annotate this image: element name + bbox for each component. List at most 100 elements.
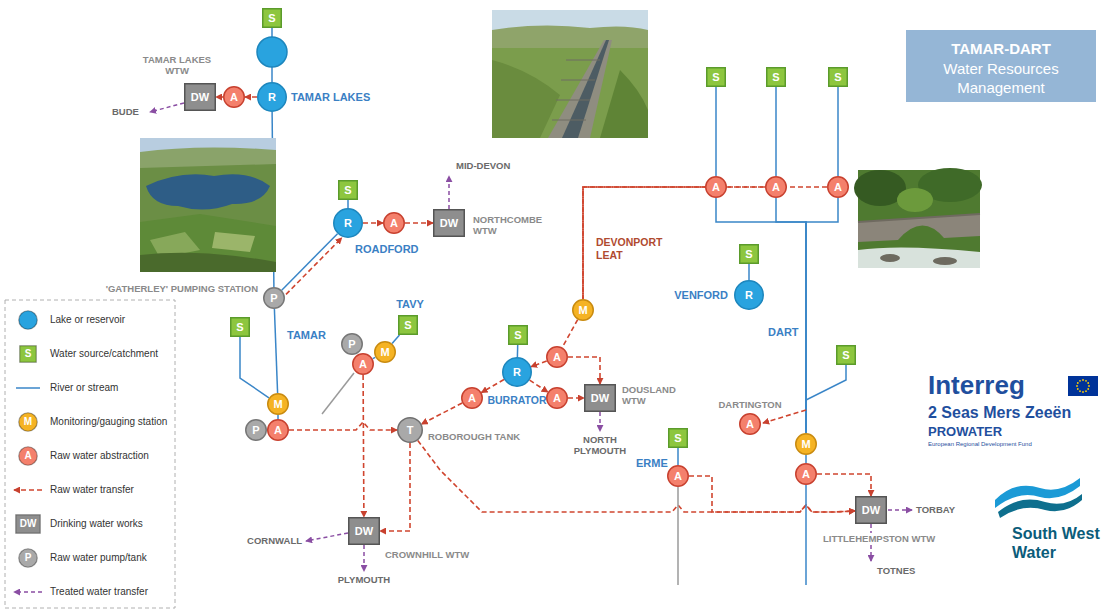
abstraction-circle-shape xyxy=(547,347,568,368)
map-label: TAMAR xyxy=(287,329,326,342)
water-source-box-shape xyxy=(740,245,759,264)
legend-swatch-fill xyxy=(16,515,41,534)
river-line xyxy=(277,415,279,419)
abstraction-circle: A xyxy=(267,419,289,441)
river-line xyxy=(282,234,338,291)
abstraction-circle-shape xyxy=(224,87,245,108)
gauging-circle: M xyxy=(374,341,396,363)
node-symbol: A xyxy=(390,218,398,229)
water-works-box-shape xyxy=(434,210,465,237)
map-label: Interreg xyxy=(928,370,1025,401)
node-symbol: A xyxy=(359,359,367,370)
raw-water-transfer xyxy=(562,320,577,348)
abstraction-circle: A xyxy=(705,176,727,198)
legend-text: Treated water transfer xyxy=(50,586,148,598)
river-line xyxy=(517,345,519,357)
gauging-circle-shape xyxy=(268,394,289,415)
legend-symbol-letter: P xyxy=(25,552,32,564)
water-works-box: DWCROWNHILL WTW xyxy=(348,517,380,545)
node-symbol: P xyxy=(348,339,355,350)
water-source-box-shape xyxy=(767,68,786,87)
abstraction-circle: A xyxy=(546,387,568,409)
node-symbol: S xyxy=(842,350,849,361)
tank-circle: TROBOROUGH TANK xyxy=(397,417,423,443)
abstraction-circle: A xyxy=(352,353,374,375)
node-symbol: M xyxy=(273,399,282,410)
legend-swatch-fill xyxy=(19,447,38,466)
gauging-circle: M xyxy=(572,299,594,321)
node-symbol: DW xyxy=(355,526,373,537)
sww-logo-waves xyxy=(995,478,1082,518)
diagram-title: TAMAR-DART xyxy=(951,40,1051,58)
raw-water-transfer xyxy=(568,357,600,384)
legend-swatch-fill xyxy=(19,311,38,330)
abstraction-circle-shape xyxy=(268,420,289,441)
map-label: European Regional Development Fund xyxy=(928,441,1032,448)
legend-swatch-fill xyxy=(20,346,37,363)
node-name: BURRATOR xyxy=(486,394,547,407)
abstraction-circle: A xyxy=(827,176,849,198)
gauging-circle: M xyxy=(267,393,289,415)
node-symbol: A xyxy=(230,92,238,103)
pump-circle-shape xyxy=(264,288,285,309)
abstraction-circle-shape xyxy=(384,213,405,234)
raw-water-transfer xyxy=(568,397,584,399)
node-symbol: M xyxy=(578,305,587,316)
water-works-box-shape xyxy=(585,385,616,412)
reservoir-circle-shape xyxy=(503,358,532,387)
node-symbol: S xyxy=(834,72,841,83)
map-label: TOTNES xyxy=(877,565,915,576)
map-label: PROWATER xyxy=(928,424,1002,440)
legend-symbol-letter: M xyxy=(24,416,32,428)
raw-water-transfer xyxy=(817,474,871,496)
river-line xyxy=(716,198,806,433)
abstraction-circle: A xyxy=(223,86,245,108)
map-label: BUDE xyxy=(112,106,139,117)
pump-circle: P'GATHERLEY' PUMPING STATION xyxy=(263,287,285,309)
node-symbol: M xyxy=(380,347,389,358)
node-name: DOUSLAND WTW xyxy=(621,384,685,407)
legend-text: Lake or reservoir xyxy=(50,314,125,326)
node-symbol: S xyxy=(772,72,779,83)
abstraction-circle-shape xyxy=(462,388,483,409)
legend-swatch xyxy=(18,310,38,330)
reservoir-circle-shape xyxy=(334,209,363,238)
gauging-circle-shape xyxy=(796,434,817,455)
legend-treated-sample xyxy=(14,591,42,593)
node-symbol: A xyxy=(674,471,682,482)
abstraction-circle-shape xyxy=(766,177,787,198)
treated-water-arrows xyxy=(150,103,912,571)
abstraction-circle-shape xyxy=(828,177,849,198)
node-symbol: S xyxy=(674,433,681,444)
water-source-box-shape xyxy=(509,326,528,345)
pump-circle-shape xyxy=(342,334,363,355)
pump-circle: P xyxy=(245,419,267,441)
node-symbol: P xyxy=(270,293,277,304)
water-source-box-shape xyxy=(837,346,856,365)
raw-water-transfer xyxy=(362,375,364,517)
node-symbol: T xyxy=(407,425,414,436)
water-source-box: S xyxy=(739,244,759,264)
legend-swatch-fill xyxy=(19,413,38,432)
raw-water-transfer xyxy=(583,187,827,299)
river-line xyxy=(806,198,838,433)
raw-water-transfer xyxy=(363,222,383,224)
water-source-box-shape xyxy=(399,316,418,335)
map-label: DEVONPORT LEAT xyxy=(596,236,672,261)
water-source-box: S xyxy=(836,345,856,365)
river-line xyxy=(805,455,807,463)
node-symbol: S xyxy=(514,330,521,341)
reservoir-circle: RBURRATOR xyxy=(502,357,532,387)
raw-water-transfer xyxy=(380,443,410,531)
lake-circle xyxy=(257,37,287,67)
legend-text: River or stream xyxy=(50,382,118,394)
water-source-box: S xyxy=(766,67,786,87)
river-line xyxy=(776,198,806,433)
map-label: TAVY xyxy=(396,298,424,311)
abstraction-circle: ADARTINGTON xyxy=(739,413,761,435)
map-label: ERME xyxy=(636,457,668,470)
bridge-photo xyxy=(854,168,982,268)
pump-circle-shape xyxy=(246,420,267,441)
river-line xyxy=(274,309,277,393)
water-source-box: S xyxy=(828,67,848,87)
